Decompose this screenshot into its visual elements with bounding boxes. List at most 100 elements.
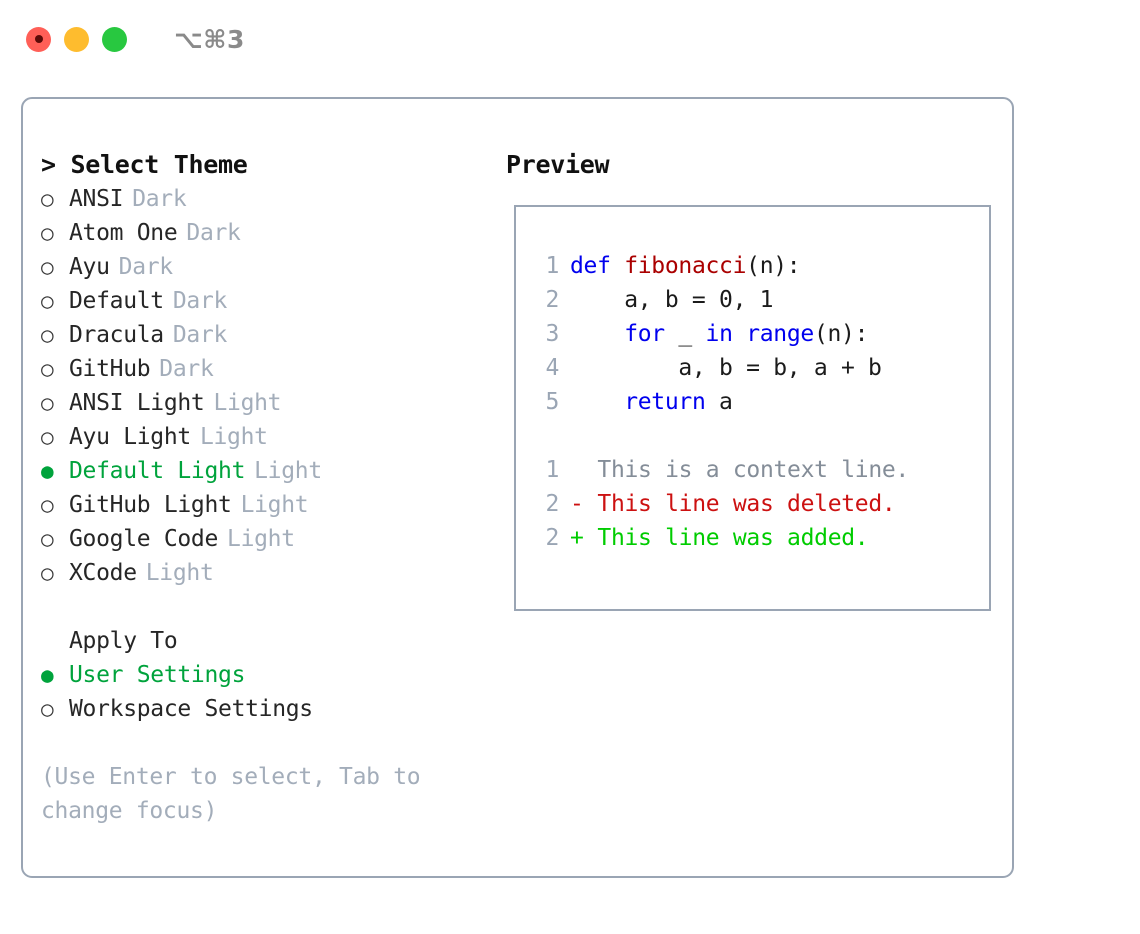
code-line-content: a, b = b, a + b [570, 351, 882, 385]
radio-unselected-icon: ○ [41, 493, 54, 517]
radio-unselected-icon: ○ [41, 527, 54, 551]
theme-kind-label: Dark [118, 254, 174, 280]
code-token: fibonacci [624, 253, 747, 279]
radio-unselected-icon: ○ [41, 391, 54, 415]
code-line: 4 a, b = b, a + b [529, 351, 989, 385]
radio-selected-icon: ● [41, 663, 54, 687]
spacer [41, 590, 505, 624]
theme-name: Default [69, 288, 164, 314]
apply-to-label: Workspace Settings [69, 696, 313, 722]
theme-kind-label: Dark [159, 356, 214, 382]
diff-sign: + [570, 525, 584, 551]
line-number: 3 [545, 321, 559, 347]
radio-unselected-icon: ○ [41, 289, 54, 313]
theme-option-github-light[interactable]: ○ GitHub Light Light [41, 488, 505, 522]
theme-kind-label: Light [227, 526, 295, 552]
apply-to-label: User Settings [69, 662, 246, 688]
code-token: (n): [813, 321, 869, 347]
code-token: a, b = b, a + b [570, 355, 882, 381]
apply-to-option-user-settings[interactable]: ● User Settings [41, 658, 505, 692]
radio-unselected-icon: ○ [41, 697, 54, 721]
minimize-button[interactable] [64, 26, 89, 52]
code-token: _ [664, 321, 706, 347]
theme-option-github[interactable]: ○ GitHub Dark [41, 352, 505, 386]
theme-kind-label: Light [240, 492, 309, 518]
radio-unselected-icon: ○ [41, 357, 54, 381]
theme-name: XCode [69, 560, 137, 586]
code-token: in [705, 321, 733, 347]
apply-to-option-workspace-settings[interactable]: ○ Workspace Settings [41, 692, 505, 726]
zoom-button[interactable] [102, 26, 127, 52]
theme-kind-label: Dark [186, 220, 241, 246]
theme-option-ayu-light[interactable]: ○ Ayu Light Light [41, 420, 505, 454]
theme-name: Default Light [69, 458, 246, 484]
theme-name: ANSI [69, 186, 124, 212]
code-token: a [705, 389, 733, 415]
code-token: return [624, 389, 706, 415]
line-number: 4 [545, 355, 559, 381]
theme-option-default[interactable]: ○ Default Dark [41, 284, 505, 318]
spacer-2 [41, 726, 505, 760]
theme-name: Dracula [69, 322, 164, 348]
theme-option-ayu[interactable]: ○ Ayu Dark [41, 250, 505, 284]
line-number: 2 [545, 525, 559, 551]
diff-line-content: + This line was added. [570, 521, 869, 555]
code-line: 5 return a [529, 385, 989, 419]
code-token [570, 389, 624, 415]
close-button[interactable] [26, 26, 51, 52]
code-token [733, 321, 747, 347]
keyboard-shortcut-label: ⌥⌘3 [174, 24, 245, 54]
radio-unselected-icon: ○ [41, 255, 54, 279]
diff-sign: - [570, 491, 584, 517]
theme-name: Ayu [69, 254, 110, 280]
diff-line-deleted: 2 - This line was deleted. [529, 487, 989, 521]
radio-unselected-icon: ○ [41, 221, 54, 245]
code-line-content: def fibonacci(n): [570, 249, 801, 283]
theme-name: GitHub Light [69, 492, 232, 518]
code-token: for [624, 321, 665, 347]
theme-kind-label: Light [145, 560, 214, 586]
theme-name: Google Code [69, 526, 219, 552]
line-number: 1 [545, 457, 559, 483]
theme-kind-label: Light [199, 424, 268, 450]
code-token: def [570, 253, 625, 279]
theme-name: GitHub [69, 356, 151, 382]
diff-line-content: This is a context line. [570, 453, 909, 487]
code-line: 3 for _ in range(n): [529, 317, 989, 351]
diff-sign [570, 453, 584, 487]
apply-to-list: ● User Settings ○ Workspace Settings [41, 658, 505, 726]
code-line-content: return a [570, 385, 733, 419]
line-number: 2 [545, 491, 559, 517]
apply-to-title: Apply To [69, 628, 178, 654]
code-token: range [746, 321, 814, 347]
diff-line-content: - This line was deleted. [570, 487, 896, 521]
code-token: (n): [746, 253, 801, 279]
theme-option-google-code[interactable]: ○ Google Code Light [41, 522, 505, 556]
diff-text: This is a context line. [583, 457, 909, 483]
theme-kind-label: Dark [172, 322, 228, 348]
theme-kind-label: Dark [132, 186, 187, 212]
theme-name: Ayu Light [69, 424, 191, 450]
radio-selected-icon: ● [41, 459, 54, 483]
radio-unselected-icon: ○ [41, 425, 54, 449]
line-number: 5 [545, 389, 559, 415]
line-number: 2 [545, 287, 559, 313]
diff-line-context: 1 This is a context line. [529, 453, 989, 487]
preview-header: Preview [506, 150, 610, 179]
theme-kind-label: Dark [172, 288, 228, 314]
theme-kind-label: Light [213, 390, 282, 416]
